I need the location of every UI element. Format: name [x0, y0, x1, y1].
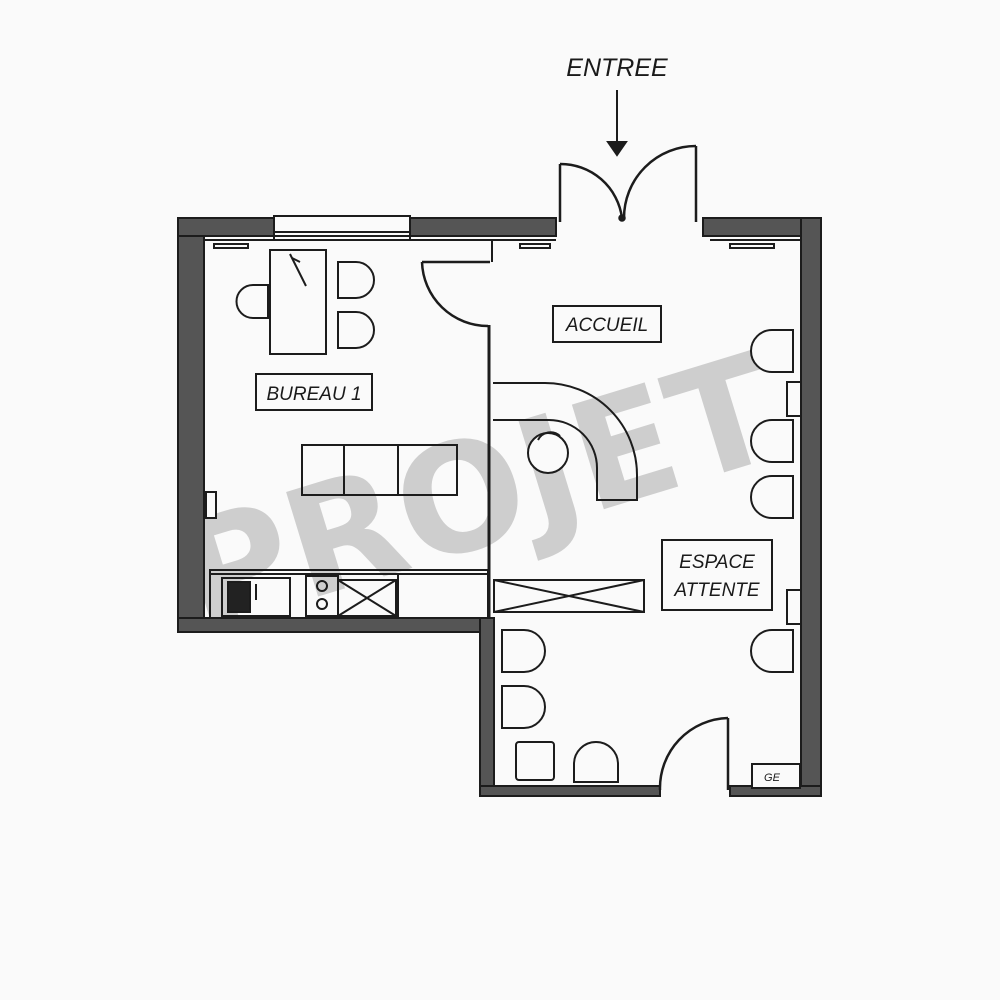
kitchenette — [209, 569, 489, 619]
office-label-box — [255, 373, 373, 411]
office-desk — [269, 249, 327, 355]
waiting-chairs-right — [750, 329, 794, 673]
reception-label: ACCUEIL — [565, 315, 648, 336]
waiting-label-line1: ESPACE — [679, 552, 755, 573]
reception-chair — [527, 431, 569, 474]
ge-box — [751, 763, 801, 789]
waiting-label-box — [661, 539, 773, 611]
entrance-double-door — [558, 144, 698, 222]
office-door — [420, 260, 490, 328]
entrance-arrow-icon — [606, 90, 628, 157]
reception-desk — [493, 382, 638, 501]
waiting-label-line2: ATTENTE — [673, 580, 759, 601]
walls — [177, 217, 822, 797]
office-label: BUREAU 1 — [266, 384, 361, 405]
waiting-chairs-left — [501, 629, 546, 729]
waiting-door — [658, 716, 730, 791]
ge-label: GE — [764, 772, 781, 784]
storage-cabinet — [493, 579, 645, 613]
reception-label-box — [552, 305, 662, 343]
office-window — [273, 215, 411, 241]
office-chairs — [235, 261, 375, 349]
waiting-side-tables — [515, 741, 619, 783]
office-sofa — [301, 444, 458, 496]
entrance-label: ENTREE — [566, 54, 668, 82]
radiators — [205, 243, 802, 625]
